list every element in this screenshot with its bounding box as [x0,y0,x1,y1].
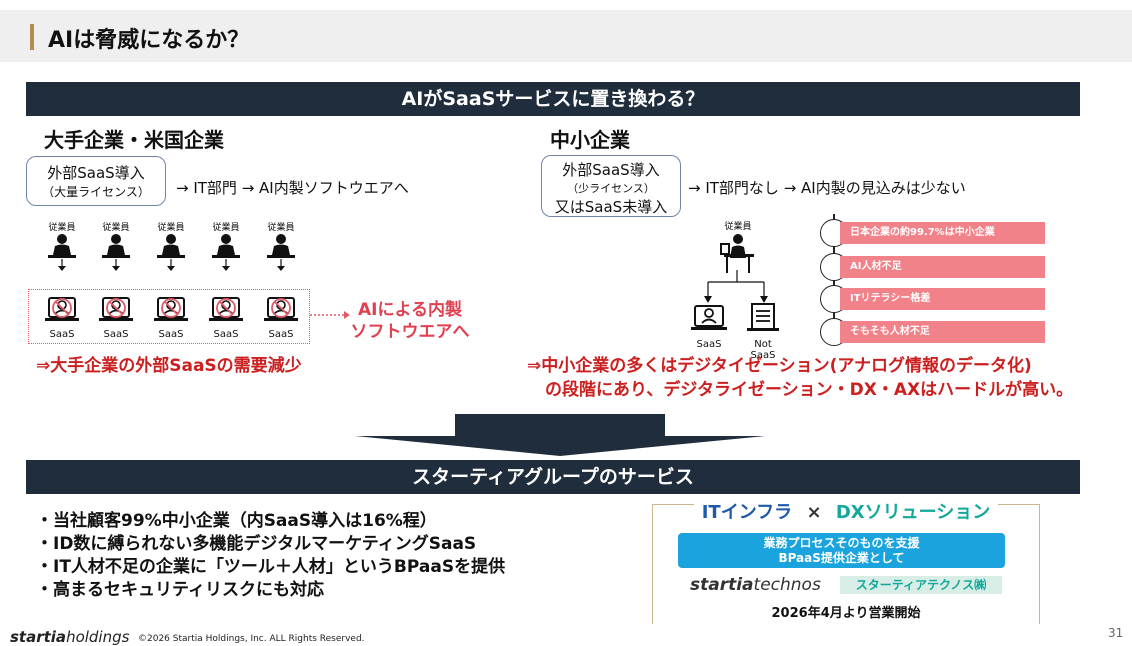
startia-technos-logo: startiatechnos [690,575,821,595]
saas-label: SaaS [158,329,184,340]
employee-laptop-icon [212,234,240,271]
saas-label: SaaS [696,339,722,350]
left-saas-item: SaaS [96,296,136,340]
employee-laptop-icon [102,234,130,271]
bpaas-line2: BPaaS提供企業として [778,551,905,565]
right-box-line2: （少ライセンス） [567,182,655,195]
laptop-crossed-icon [99,297,133,321]
left-employee: 従業員 [96,220,136,275]
reason-bar: AI人材不足 [840,256,1045,278]
saas-label: SaaS [268,329,294,340]
saas-label: SaaS [213,329,239,340]
callout-line2: ソフトウエアへ [350,322,470,342]
left-saas-item: SaaS [261,296,301,340]
saas-label: SaaS [103,329,129,340]
laptop-user-icon [691,305,727,330]
top-band [0,0,1132,10]
panel-title: ITインフラ × DXソリューション [652,498,1040,524]
callout-line1: AIによる内製 [358,300,462,320]
copyright: ©2026 Startia Holdings, Inc. ALL Rights … [138,634,365,644]
left-employee: 従業員 [42,220,82,275]
employee-label: 従業員 [157,223,185,233]
laptop-crossed-icon [154,297,188,321]
right-employee: 従業員 [718,219,758,280]
employee-label: 従業員 [102,223,130,233]
employee-laptop-icon [157,234,185,271]
bullet-item: ・IT人材不足の企業に「ツール＋人材」というBPaaSを提供 [36,557,506,577]
company-name-badge: スターティアテクノス㈱ [840,576,1002,594]
panel-title-dx: DXソリューション [835,502,991,523]
left-saas-item: SaaS [206,296,246,340]
right-box-line3: 又はSaaS未導入 [554,198,668,216]
big-down-arrow-icon [355,414,765,456]
page-title: AIは脅威になるか？ [48,28,250,53]
title-accent [30,24,34,50]
employee-label: 従業員 [267,223,295,233]
right-heading: 中小企業 [550,128,630,152]
logo-bold: startia [690,575,754,595]
bullet-item: ・ID数に縛られない多機能デジタルマーケティングSaaS [36,534,477,554]
saas-label: SaaS [49,329,75,340]
logo-light: technos [753,575,821,595]
reason-bar: そもそも人材不足 [840,321,1045,343]
title-bar: AIは脅威になるか？ [0,10,1132,62]
right-saas-item: SaaS [689,304,729,350]
left-box-line2: （大量ライセンス） [42,185,150,199]
left-callout: AIによる内製 ソフトウエアへ [345,299,475,343]
document-icon [747,303,779,331]
open-date: 2026年4月より営業開始 [771,606,921,621]
right-branch-arrows [704,270,768,303]
right-saas-box: 外部SaaS導入 （少ライセンス） 又はSaaS未導入 [541,155,681,217]
footer-logo: startiaholdings [10,628,129,646]
left-employee: 従業員 [261,220,301,275]
employee-desk-icon [720,234,754,273]
footer-logo-bold: startia [10,628,67,646]
right-conclusion-line2: の段階にあり、デジタライゼーション・DX・AXはハードルが高い。 [545,380,1074,400]
panel-title-it: ITインフラ [701,502,793,523]
employee-laptop-icon [48,234,76,271]
left-saas-group [28,289,310,344]
bpaas-banner: 業務プロセスそのものを支援 BPaaS提供企業として [678,533,1005,568]
laptop-crossed-icon [45,297,79,321]
bpaas-line1: 業務プロセスそのものを支援 [763,536,920,550]
laptop-crossed-icon [264,297,298,321]
footer-logo-light: holdings [66,628,130,646]
left-saas-box: 外部SaaS導入 （大量ライセンス） [26,156,166,206]
employee-label: 従業員 [212,223,240,233]
callout-arrow-icon [310,311,350,319]
not-saas-label: Not SaaS [750,339,776,361]
left-saas-item: SaaS [42,296,82,340]
bullet-item: ・当社顧客99%中小企業（内SaaS導入は16%程） [36,511,437,531]
service-bullets: ・当社顧客99%中小企業（内SaaS導入は16%程） ・ID数に縛られない多機能… [36,510,505,602]
right-conclusion-line1: ⇒中小企業の多くはデジタイゼーション(アナログ情報のデータ化) [527,356,1032,376]
bullet-item: ・高まるセキュリティリスクにも対応 [36,580,324,600]
left-saas-item: SaaS [151,296,191,340]
reason-bar: 日本企業の約99.7%は中小企業 [840,222,1045,244]
left-flow: → IT部門 → AI内製ソフトウエアへ [176,179,409,197]
laptop-crossed-icon [209,297,243,321]
employee-laptop-icon [267,234,295,271]
left-heading: 大手企業・米国企業 [44,128,224,152]
page-number: 31 [1108,626,1124,640]
employee-label: 従業員 [724,222,752,232]
panel-title-times: × [798,502,830,523]
left-conclusion: ⇒大手企業の外部SaaSの需要減少 [36,356,302,376]
employee-label: 従業員 [48,223,76,233]
section2-header: スターティアグループのサービス [26,460,1080,494]
right-not-saas-item: Not SaaS [741,302,785,361]
reason-bar: ITリテラシー格差 [840,288,1045,310]
left-employee: 従業員 [206,220,246,275]
left-box-line1: 外部SaaS導入 [47,164,145,182]
left-employee: 従業員 [151,220,191,275]
right-flow: → IT部門なし → AI内製の見込みは少ない [688,179,966,197]
right-box-line1: 外部SaaS導入 [562,161,660,179]
section1-header: AIがSaaSサービスに置き換わる？ [26,82,1080,116]
